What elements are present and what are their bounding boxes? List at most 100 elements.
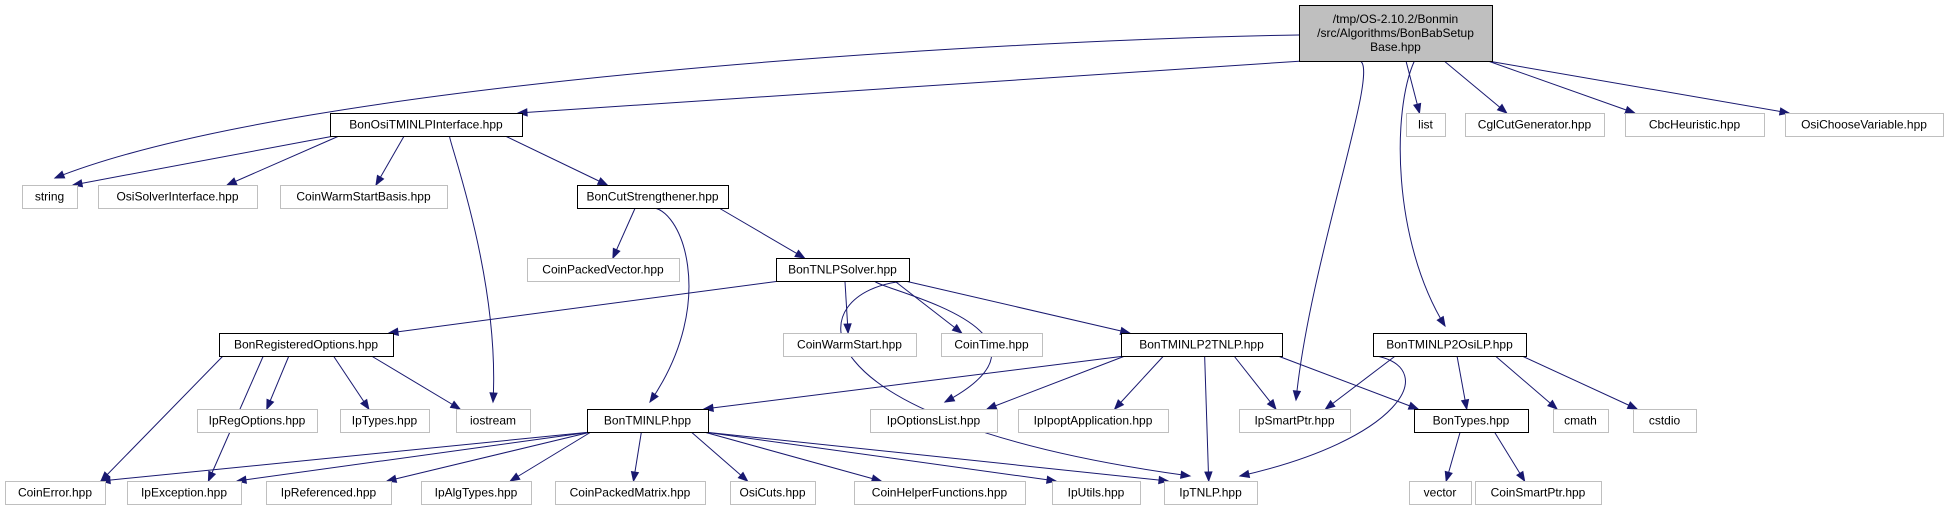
node-label: CoinPackedMatrix.hpp	[570, 486, 691, 500]
node-label: CoinTime.hpp	[954, 338, 1029, 352]
edge-root-to-cbcheur	[1487, 60, 1637, 114]
node-cbcheur: CbcHeuristic.hpp	[1625, 113, 1765, 137]
node-label: CoinSmartPtr.hpp	[1491, 486, 1586, 500]
edge-regopts-to-ipregopts	[266, 355, 290, 411]
node-regopts[interactable]: BonRegisteredOptions.hpp	[219, 333, 394, 357]
node-label: string	[35, 190, 64, 204]
node-bontypes[interactable]: BonTypes.hpp	[1414, 409, 1529, 433]
node-osichoose: OsiChooseVariable.hpp	[1785, 113, 1944, 137]
node-label: CbcHeuristic.hpp	[1649, 118, 1741, 132]
edge-bontypes-to-vector	[1444, 431, 1461, 483]
edge-tminlp2tnlp-to-ipsmart	[1233, 355, 1277, 411]
node-coinpackedmat: CoinPackedMatrix.hpp	[555, 481, 706, 505]
node-box	[527, 258, 680, 282]
node-tminlp2osilp[interactable]: BonTMINLP2OsiLP.hpp	[1373, 333, 1527, 357]
node-tminlp2tnlp[interactable]: BonTMINLP2TNLP.hpp	[1121, 333, 1283, 357]
node-box	[1414, 409, 1529, 433]
node-box	[555, 481, 706, 505]
edge-cutstrength-to-tminlp	[649, 207, 690, 404]
node-ositminlp[interactable]: BonOsiTMINLPInterface.hpp	[330, 113, 523, 137]
node-box	[219, 333, 394, 357]
node-cglcut: CglCutGenerator.hpp	[1465, 113, 1605, 137]
edge-tminlp2osilp-to-ipsmart	[1324, 355, 1396, 410]
node-ipalgtypes: IpAlgTypes.hpp	[421, 481, 532, 505]
node-box	[197, 409, 318, 433]
node-coinsmart: CoinSmartPtr.hpp	[1475, 481, 1602, 505]
node-label: BonTMINLP2TNLP.hpp	[1139, 338, 1264, 352]
node-box	[98, 185, 258, 209]
node-ipexception: IpException.hpp	[127, 481, 242, 505]
edge-regopts-to-iptypes	[333, 355, 370, 411]
edge-tminlp-to-osicuts	[690, 431, 749, 482]
edge-tnlpsolver-to-ipoptslist	[873, 280, 993, 403]
node-box	[577, 185, 729, 209]
node-cstdio: cstdio	[1633, 409, 1697, 433]
node-cointime: CoinTime.hpp	[941, 333, 1043, 357]
node-cmath: cmath	[1553, 409, 1609, 433]
node-iptypes: IpTypes.hpp	[340, 409, 430, 433]
edge-tnlpsolver-to-coinwarm	[843, 280, 852, 335]
node-box	[1465, 113, 1605, 137]
node-vector: vector	[1409, 481, 1472, 505]
edge-root-to-cglcut	[1443, 60, 1508, 114]
node-ipregopts: IpRegOptions.hpp	[197, 409, 318, 433]
edge-tminlp2osilp-to-bontypes	[1456, 355, 1470, 411]
node-box	[1018, 409, 1169, 433]
node-label: IpTypes.hpp	[352, 414, 418, 428]
node-label: IpRegOptions.hpp	[209, 414, 306, 428]
node-label: IpReferenced.hpp	[281, 486, 377, 500]
node-root[interactable]: /tmp/OS-2.10.2/Bonmin/src/Algorithms/Bon…	[1299, 5, 1493, 62]
node-label: CoinError.hpp	[18, 486, 92, 500]
node-label: IpOptionsList.hpp	[887, 414, 981, 428]
node-tminlp[interactable]: BonTMINLP.hpp	[587, 409, 709, 433]
node-box	[587, 409, 709, 433]
node-box	[280, 185, 448, 209]
node-label: /src/Algorithms/BonBabSetup	[1317, 26, 1474, 40]
node-label: Base.hpp	[1370, 40, 1421, 54]
edge-tminlp2tnlp-to-iptnlp	[1204, 355, 1213, 483]
node-ipoptapp: IpIpoptApplication.hpp	[1018, 409, 1169, 433]
edge-tminlp-to-ipreferenced	[385, 431, 592, 483]
edge-ositminlp-to-coinwarmbasis	[375, 135, 405, 187]
node-label: BonRegisteredOptions.hpp	[234, 338, 378, 352]
node-box	[941, 333, 1043, 357]
node-box	[1239, 409, 1351, 433]
edge-tnlpsolver-to-tminlp2tnlp	[904, 280, 1132, 335]
node-box	[730, 481, 816, 505]
edge-tminlp2osilp-to-cstdio	[1521, 355, 1639, 410]
node-ipreferenced: IpReferenced.hpp	[266, 481, 392, 505]
node-label: OsiChooseVariable.hpp	[1801, 118, 1927, 132]
node-label: OsiSolverInterface.hpp	[116, 190, 238, 204]
node-ipsmart: IpSmartPtr.hpp	[1239, 409, 1351, 433]
node-box	[5, 481, 106, 505]
node-label: BonTNLPSolver.hpp	[788, 263, 897, 277]
node-tnlpsolver[interactable]: BonTNLPSolver.hpp	[776, 258, 910, 282]
edges-layer	[53, 34, 1791, 485]
node-label: CoinHelperFunctions.hpp	[872, 486, 1008, 500]
node-coinhelper: CoinHelperFunctions.hpp	[854, 481, 1026, 505]
edge-tnlpsolver-to-iptnlp	[840, 280, 1192, 479]
node-label: IpAlgTypes.hpp	[435, 486, 518, 500]
node-label: CoinWarmStartBasis.hpp	[296, 190, 431, 204]
edge-root-to-tminlp2osilp	[1399, 60, 1446, 328]
node-box	[1409, 481, 1472, 505]
node-cutstrength[interactable]: BonCutStrengthener.hpp	[577, 185, 729, 209]
nodes-layer: /tmp/OS-2.10.2/Bonmin/src/Algorithms/Bon…	[5, 5, 1944, 505]
edge-tminlp-to-ipalgtypes	[509, 431, 592, 482]
node-label: cmath	[1564, 414, 1597, 428]
node-string: string	[22, 185, 78, 209]
node-box	[783, 333, 917, 357]
edge-ositminlp-to-string	[71, 135, 335, 188]
node-osisolver: OsiSolverInterface.hpp	[98, 185, 258, 209]
edge-root-to-ipsmart	[1292, 60, 1365, 402]
node-label: iostream	[470, 414, 516, 428]
node-box	[340, 409, 430, 433]
node-box	[421, 481, 532, 505]
node-box	[456, 409, 531, 433]
node-label: CoinWarmStart.hpp	[797, 338, 902, 352]
edge-tminlp2osilp-to-iptnlp	[1238, 355, 1406, 479]
edge-ositminlp-to-iostream	[448, 135, 498, 404]
node-box	[22, 185, 78, 209]
node-box	[870, 409, 998, 433]
